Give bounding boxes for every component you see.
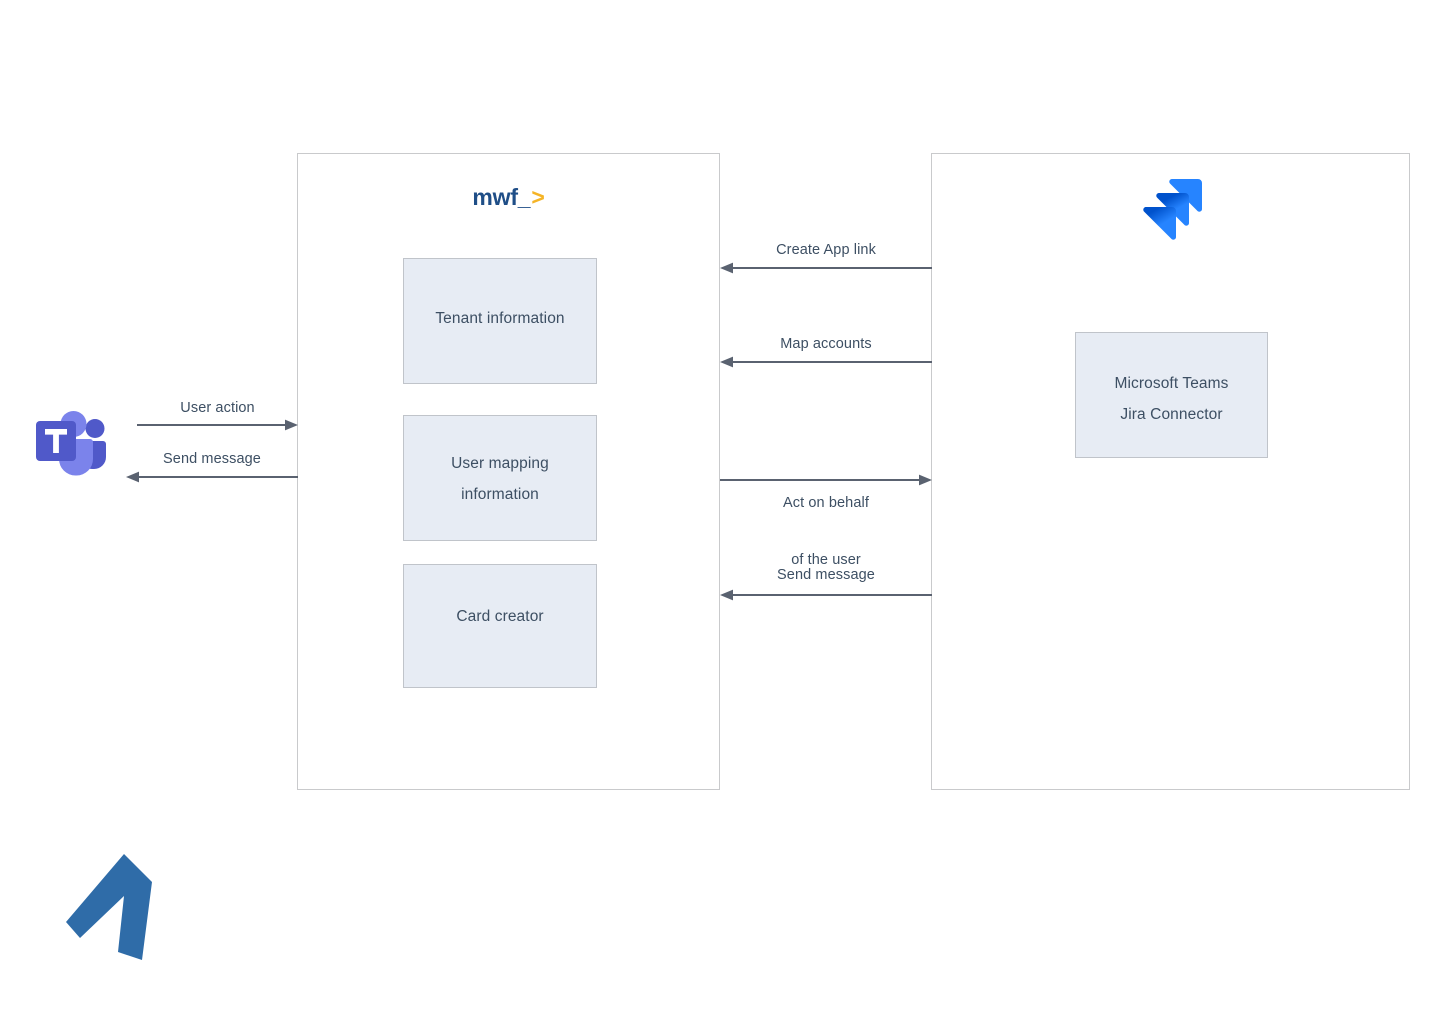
brand-mark-icon [62,852,166,962]
send-message-right-arrow [720,589,932,601]
map-accounts-label: Map accounts [780,336,872,352]
microsoft-teams-icon [33,404,111,476]
mwf-logo-chevron-icon: > [531,183,545,210]
card-creator-box[interactable]: Card creator [403,564,597,688]
connector-line1: Microsoft Teams [1114,375,1229,392]
mwf-logo-text: mwf_ [472,183,531,210]
create-app-link-arrow [720,262,932,274]
act-on-behalf-label: Act on behalf of the user [720,456,932,608]
mwf-logo: mwf_> [297,181,720,213]
user-mapping-information-box[interactable]: User mapping information [403,415,597,541]
jira-panel [931,153,1410,790]
microsoft-teams-jira-connector-box[interactable]: Microsoft Teams Jira Connector [1075,332,1268,458]
act-on-behalf-arrow [720,474,932,486]
send-message-left-arrow [126,471,298,483]
send-message-right-label: Send message [777,567,875,583]
user-action-label: User action [180,400,255,416]
connector-line2: Jira Connector [1120,406,1223,423]
card-creator-label: Card creator [456,608,544,625]
user-action-arrow [137,419,298,431]
user-mapping-line2: information [461,486,539,503]
user-mapping-line1: User mapping [451,455,549,472]
jira-icon [1136,171,1208,243]
act-on-behalf-line1: Act on behalf [783,495,869,511]
create-app-link-label: Create App link [776,242,876,258]
send-message-left-label: Send message [163,451,261,467]
map-accounts-arrow [720,356,932,368]
act-on-behalf-line2: of the user [791,552,861,568]
tenant-information-label: Tenant information [435,310,565,327]
tenant-information-box[interactable]: Tenant information [403,258,597,384]
